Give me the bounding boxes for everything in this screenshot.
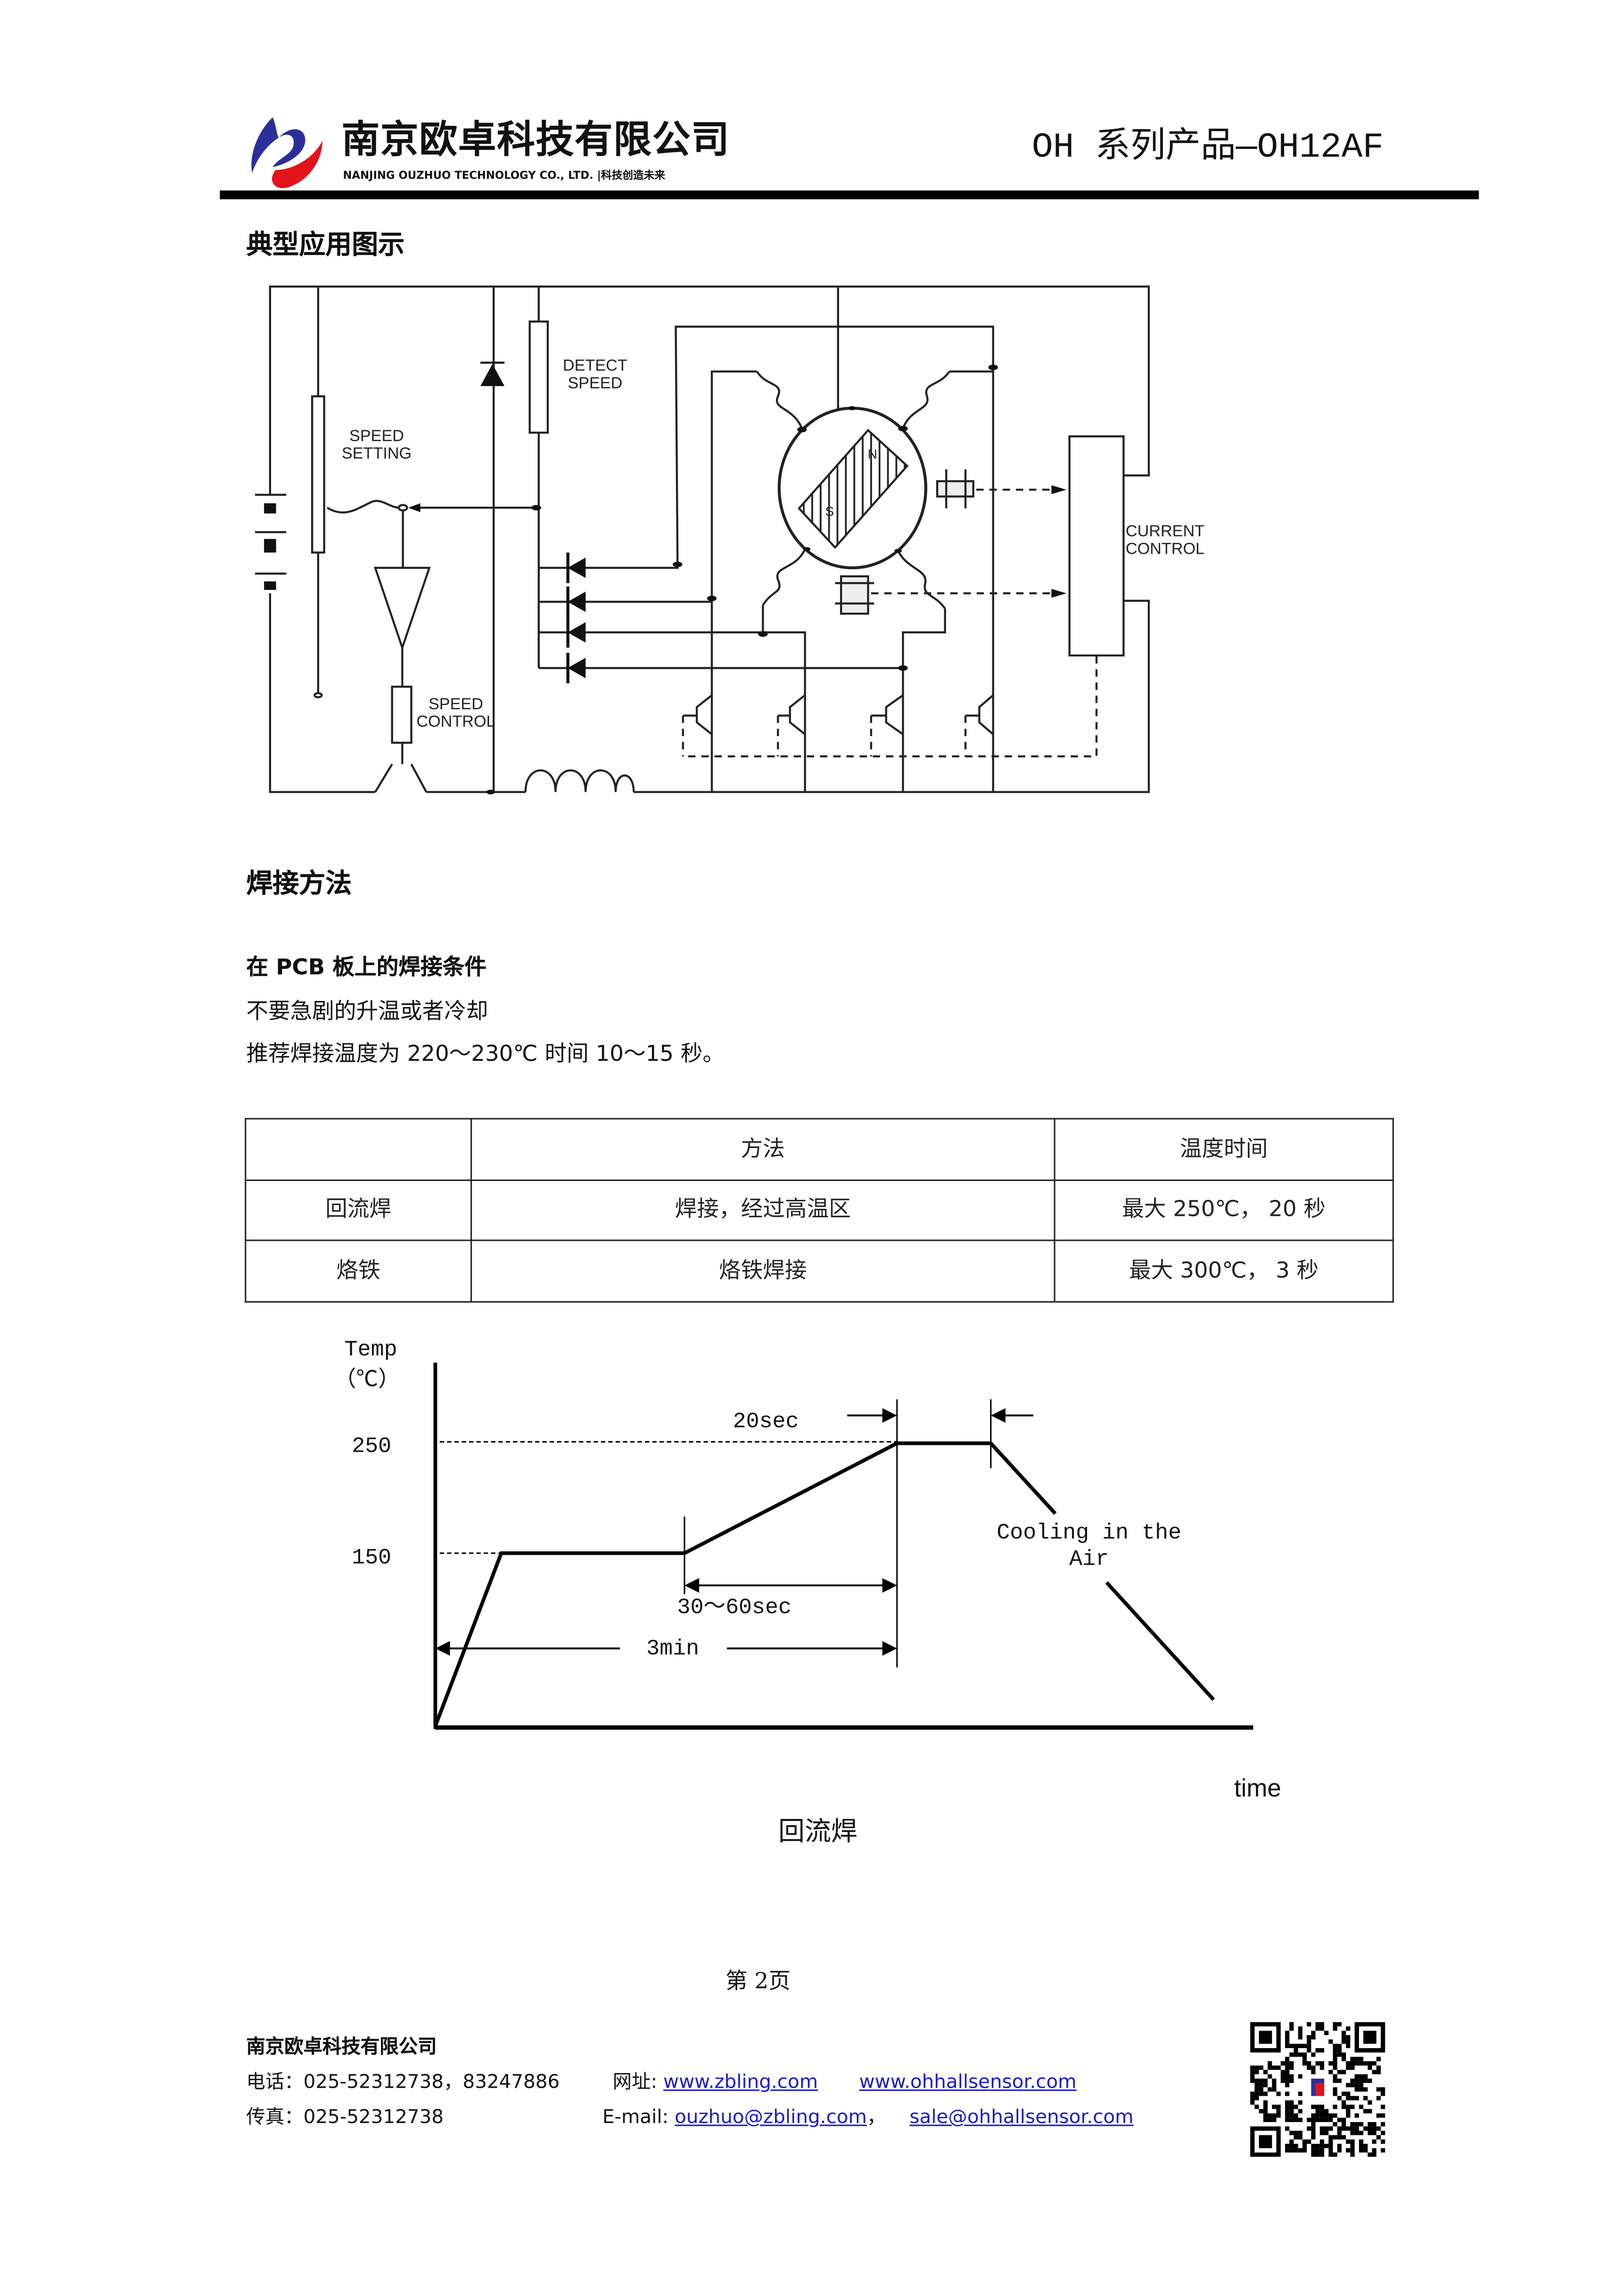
footer-phone: 电话：025-52312738，83247886	[246, 2072, 560, 2094]
table-cell: 烙铁焊接	[470, 1239, 1055, 1303]
table-cell: 回流焊	[245, 1179, 472, 1241]
y-tick-150: 150	[352, 1546, 392, 1571]
table-header-cell: 温度时间	[1054, 1118, 1394, 1181]
footer-web: 网址: www.zbling.com www.ohhallsensor.com	[613, 2072, 1077, 2095]
annotation-30-60sec: 30～60sec	[677, 1595, 792, 1621]
company-name-en: NANJING OUZHUO TECHNOLOGY CO., LTD. |科技创…	[343, 168, 666, 182]
table-cell: 最大 300℃， 3 秒	[1054, 1239, 1394, 1303]
company-name-cn: 南京欧卓科技有限公司	[341, 118, 730, 163]
qr-code	[1250, 2022, 1385, 2157]
product-title: OH 系列产品—OH12AF	[1031, 129, 1384, 169]
annotation-3min: 3min	[646, 1636, 700, 1662]
soldering-table: 方法 温度时间 回流焊 焊接，经过高温区 最大 250℃， 20 秒 烙铁 烙铁…	[245, 1118, 1394, 1303]
annotation-20sec: 20sec	[733, 1410, 799, 1435]
magnet-s-label: S	[825, 504, 834, 519]
y-tick-250: 250	[352, 1434, 392, 1460]
page-number: 第 2页	[725, 1968, 791, 1994]
header-rule	[220, 190, 1479, 199]
table-header-cell	[245, 1118, 472, 1181]
y-axis-label: Temp	[344, 1337, 397, 1363]
web-label: 网址:	[612, 2072, 658, 2094]
table-row: 烙铁 烙铁焊接 最大 300℃， 3 秒	[245, 1239, 1394, 1303]
footer-email: E-mail: ouzhuo@zbling.com， sale@ohhallse…	[602, 2107, 1134, 2131]
cooling-line	[1105, 1581, 1215, 1701]
x-axis-label: time	[1234, 1774, 1281, 1803]
email-label: E-mail:	[602, 2107, 669, 2129]
link-ohhallsensor[interactable]: www.ohhallsensor.com	[859, 2072, 1077, 2094]
soldering-subtitle: 在 PCB 板上的焊接条件	[246, 954, 486, 981]
figure-caption: 回流焊	[778, 1817, 857, 1848]
magnet-n-label: N	[867, 447, 877, 462]
table-cell: 焊接，经过高温区	[470, 1179, 1055, 1241]
table-cell: 最大 250℃， 20 秒	[1054, 1179, 1394, 1241]
table-row: 回流焊 焊接，经过高温区 最大 250℃， 20 秒	[245, 1179, 1394, 1241]
footer-company: 南京欧卓科技有限公司	[246, 2036, 437, 2059]
company-logo	[251, 117, 323, 189]
section-title-application: 典型应用图示	[246, 230, 405, 261]
footer-fax: 传真：025-52312738	[246, 2107, 444, 2129]
profile-curve	[433, 1441, 1057, 1727]
section-title-soldering: 焊接方法	[246, 869, 352, 900]
table-header-row: 方法 温度时间	[245, 1118, 1394, 1181]
link-email-ouzhuo[interactable]: ouzhuo@zbling.com	[675, 2107, 867, 2129]
table-header-cell: 方法	[470, 1118, 1055, 1181]
email-separator: ，	[866, 2107, 886, 2129]
y-axis-unit: （℃）	[334, 1368, 400, 1394]
link-zbling[interactable]: www.zbling.com	[663, 2072, 818, 2094]
soldering-note-2: 推荐焊接温度为 220～230℃ 时间 10～15 秒。	[246, 1040, 725, 1067]
reflow-profile-diagram	[433, 1362, 1253, 1730]
soldering-note-1: 不要急剧的升温或者冷却	[246, 998, 488, 1025]
table-cell: 烙铁	[245, 1239, 472, 1303]
link-email-sale[interactable]: sale@ohhallsensor.com	[909, 2107, 1134, 2129]
application-circuit-diagram	[255, 273, 1197, 794]
